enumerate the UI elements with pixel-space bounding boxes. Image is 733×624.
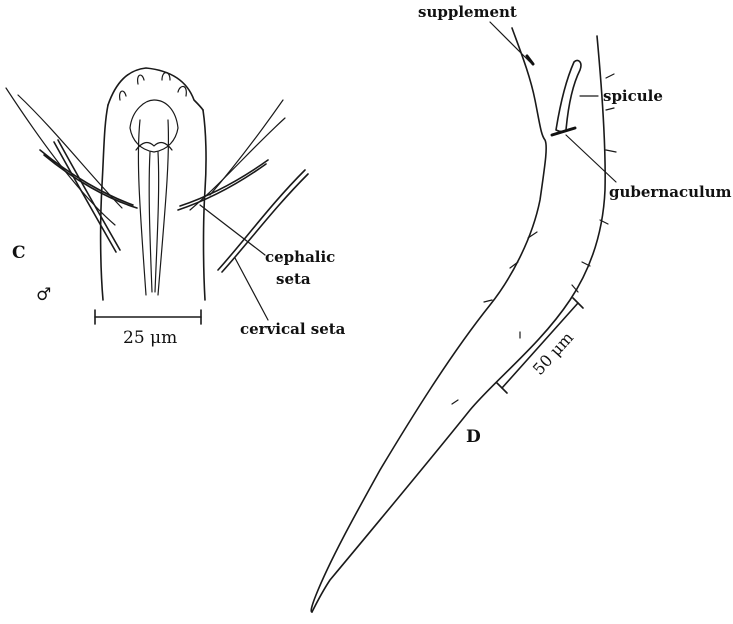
cephalic-seta-right bbox=[178, 160, 268, 210]
leader-cervical-seta bbox=[235, 258, 268, 320]
leader-supplement bbox=[490, 22, 532, 64]
lumen bbox=[149, 152, 158, 292]
leader-cephalic-seta bbox=[200, 205, 265, 255]
scale-bar-c bbox=[95, 310, 201, 324]
stoma-teeth bbox=[136, 143, 172, 150]
body-outline-left bbox=[101, 105, 108, 300]
label-cephalic-seta-1: cephalic bbox=[265, 248, 335, 266]
panel-d-drawing bbox=[311, 22, 616, 612]
body-outline-right bbox=[203, 110, 206, 300]
leader-gubernaculum bbox=[566, 135, 616, 182]
spicule bbox=[556, 60, 581, 131]
body-outline-dorsal bbox=[312, 36, 605, 612]
scale-label-d: 50 μm bbox=[529, 328, 577, 379]
ventral-setae bbox=[452, 232, 537, 404]
head-cap bbox=[108, 68, 203, 110]
panel-c-letter: C bbox=[12, 243, 26, 263]
panel-c-drawing bbox=[6, 68, 308, 324]
label-spicule: spicule bbox=[603, 87, 663, 105]
label-gubernaculum: gubernaculum bbox=[609, 183, 732, 201]
seta-left-outer bbox=[6, 88, 115, 225]
sex-symbol: ♂ bbox=[36, 285, 51, 305]
scale-label-c: 25 μm bbox=[123, 328, 177, 348]
label-cervical-seta: cervical seta bbox=[240, 320, 346, 338]
body-outline-ventral bbox=[311, 28, 546, 612]
label-cephalic-seta-2: seta bbox=[276, 270, 311, 288]
buccal-cavity bbox=[130, 100, 178, 152]
panel-d-letter: D bbox=[466, 427, 481, 447]
label-supplement: supplement bbox=[418, 3, 517, 21]
